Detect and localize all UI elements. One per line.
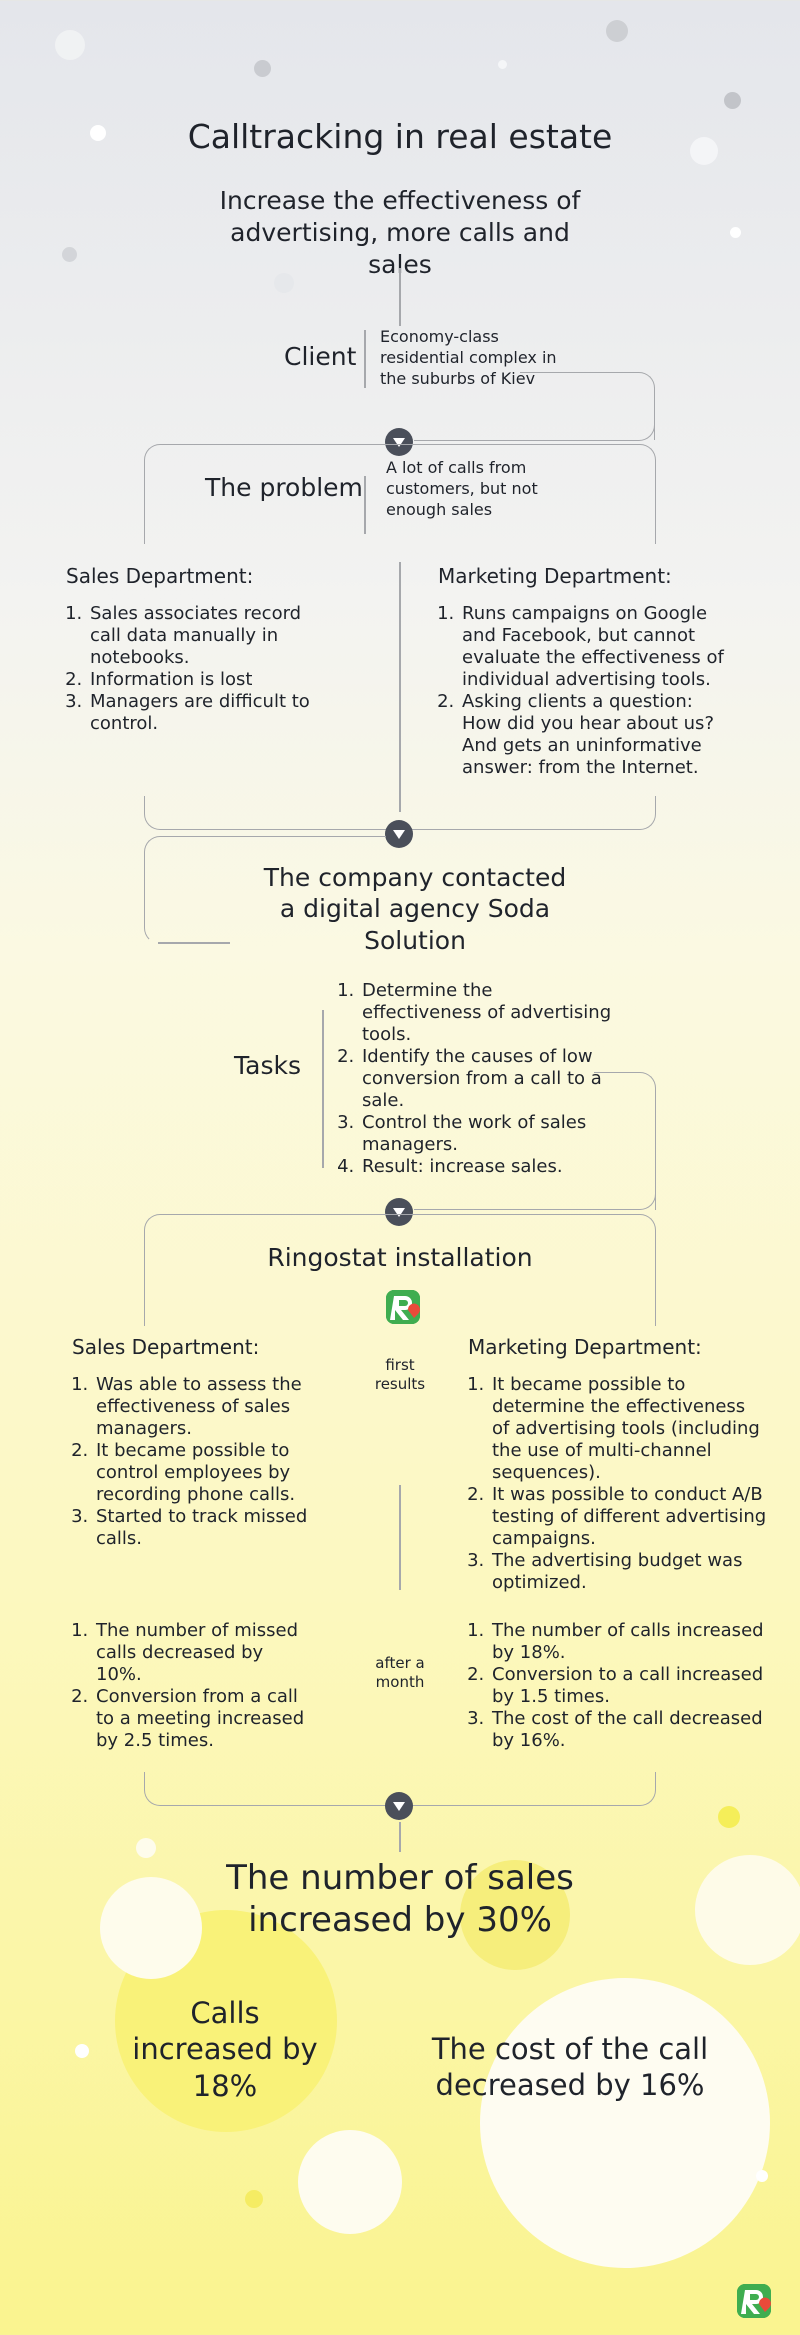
list-item: Started to track missed calls. — [94, 1506, 312, 1550]
month-results-marketing-list: The number of calls increased by 18%. Co… — [468, 1620, 768, 1752]
month-results-label: after a month — [375, 1654, 425, 1691]
connector-curve — [144, 836, 386, 944]
connector-curve — [594, 1072, 656, 1210]
first-results-sales-heading: Sales Department: — [72, 1335, 260, 1359]
connector-curve — [414, 405, 655, 441]
connector-line — [399, 1822, 401, 1852]
decor-dot — [690, 137, 718, 165]
list-item: It became possible to control employees … — [94, 1440, 312, 1506]
column-divider — [399, 1485, 401, 1590]
list-item: Conversion from a call to a meeting incr… — [94, 1686, 312, 1752]
problem-label: The problem — [205, 473, 363, 502]
list-item: It became possible to determine the effe… — [490, 1374, 768, 1484]
problem-marketing-heading: Marketing Department: — [438, 564, 672, 588]
first-results-label: first results — [374, 1356, 426, 1393]
list-item: Conversion to a call increased by 1.5 ti… — [490, 1664, 768, 1708]
problem-frame — [144, 444, 656, 544]
decor-dot — [136, 1838, 156, 1858]
problem-sales-list: Sales associates record call data manual… — [66, 603, 316, 735]
decor-dot — [55, 30, 85, 60]
client-divider — [364, 330, 366, 388]
summary-calls: Calls increased by 18% — [132, 1996, 318, 2103]
decor-circle — [298, 2130, 402, 2234]
decor-circle — [460, 1860, 570, 1970]
problem-text: A lot of calls from customers, but not e… — [386, 458, 538, 519]
installation-frame — [144, 1214, 656, 1326]
list-item: Runs campaigns on Google and Facebook, b… — [460, 603, 730, 691]
ringostat-logo-icon — [737, 2284, 771, 2318]
connector-line — [399, 268, 401, 326]
decor-dot — [756, 2170, 768, 2182]
list-item: Managers are difficult to control. — [88, 691, 316, 735]
page-title: Calltracking in real estate — [187, 117, 613, 156]
month-results-sales-list: The number of missed calls decreased by … — [72, 1620, 312, 1752]
installation-title: Ringostat installation — [267, 1243, 533, 1272]
list-item: Determine the effectiveness of advertisi… — [360, 980, 613, 1046]
decor-dot — [274, 273, 294, 293]
decor-dot — [606, 20, 628, 42]
client-text: Economy-class residential complex in the… — [380, 327, 557, 388]
column-divider — [399, 562, 401, 812]
list-item: Sales associates record call data manual… — [88, 603, 316, 669]
tasks-divider — [322, 1010, 324, 1168]
decor-dot — [90, 125, 106, 141]
decor-dot — [245, 2190, 263, 2208]
list-item: Result: increase sales. — [360, 1156, 613, 1178]
summary-cost: The cost of the call decreased by 16% — [431, 2032, 709, 2103]
down-arrow-icon — [385, 428, 413, 456]
list-item: The cost of the call decreased by 16%. — [490, 1708, 768, 1752]
summary-main: The number of sales increased by 30% — [226, 1858, 574, 1941]
first-results-marketing-heading: Marketing Department: — [468, 1335, 702, 1359]
connector-line — [158, 942, 230, 944]
decor-circle — [480, 1978, 770, 2268]
decor-dot — [730, 227, 741, 238]
list-item: The advertising budget was optimized. — [490, 1550, 768, 1594]
down-arrow-icon — [385, 1198, 413, 1226]
decor-dot — [498, 60, 507, 69]
decor-dot — [62, 247, 77, 262]
tasks-list: Determine the effectiveness of advertisi… — [338, 980, 613, 1178]
list-item: The number of calls increased by 18%. — [490, 1620, 768, 1664]
down-arrow-icon — [385, 820, 413, 848]
decor-dot — [75, 2044, 89, 2058]
decor-dot — [718, 1806, 740, 1828]
first-results-marketing-list: It became possible to determine the effe… — [468, 1374, 768, 1594]
first-results-sales-list: Was able to assess the effectiveness of … — [72, 1374, 312, 1550]
list-item: The number of missed calls decreased by … — [94, 1620, 312, 1686]
decor-circle — [100, 1877, 202, 1979]
connector-curve — [414, 1174, 656, 1210]
problem-marketing-list: Runs campaigns on Google and Facebook, b… — [438, 603, 730, 779]
problem-divider — [364, 476, 366, 534]
list-item: It was possible to conduct A/B testing o… — [490, 1484, 768, 1550]
client-label: Client — [284, 342, 357, 371]
decor-dot — [254, 60, 271, 77]
problem-sales-heading: Sales Department: — [66, 564, 254, 588]
page-subtitle: Increase the effectiveness of advertisin… — [219, 186, 581, 279]
list-item: Asking clients a question: How did you h… — [460, 691, 730, 779]
ringostat-logo-icon — [386, 1290, 420, 1324]
list-item: Information is lost — [88, 669, 316, 691]
tasks-label: Tasks — [234, 1051, 301, 1080]
list-item: Was able to assess the effectiveness of … — [94, 1374, 312, 1440]
list-item: Identify the causes of low conversion fr… — [360, 1046, 613, 1112]
down-arrow-icon — [385, 1792, 413, 1820]
agency-text: The company contacted a digital agency S… — [263, 863, 567, 955]
decor-circle — [695, 1855, 800, 1965]
decor-dot — [724, 92, 741, 109]
list-item: Control the work of sales managers. — [360, 1112, 613, 1156]
